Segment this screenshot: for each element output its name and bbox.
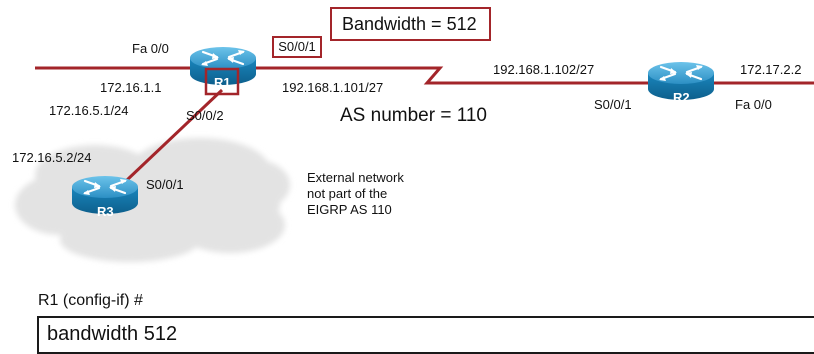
external-note-line: EIGRP AS 110 [307,202,392,217]
link-r1-r2-serial [255,66,650,85]
r1-label-highlight [204,67,240,96]
cli-command-box[interactable]: bandwidth 512 [37,316,814,354]
r1-wan-address: 192.168.1.101/27 [282,80,384,95]
links [35,66,814,182]
router-label-r2: R2 [673,90,690,105]
r1-lan-address: 172.16.1.1 [100,80,162,95]
router-label-r3: R3 [97,204,114,219]
external-note-line: External network [307,170,404,185]
r2-wan-address: 192.168.1.102/27 [493,62,595,77]
cli-prompt: R1 (config-if) # [38,292,143,309]
link-r1-r3 [125,88,224,182]
external-note-line: not part of the [307,186,388,201]
r1-fa00-label: Fa 0/0 [132,41,169,56]
r3-ext-address: 172.16.5.2/24 [12,150,92,165]
external-network-note: External network not part of the EIGRP A… [307,170,457,218]
r1-s001-highlight: S0/0/1 [272,36,322,58]
r2-s001-label: S0/0/1 [594,97,632,112]
bandwidth-callout: Bandwidth = 512 [330,7,491,41]
r1-s002-label: S0/0/2 [186,108,224,123]
r3-s001-label: S0/0/1 [146,177,184,192]
r1-ext-address: 172.16.5.1/24 [49,103,129,118]
router-label-r1: R1 [214,75,231,90]
r2-fa00-label: Fa 0/0 [735,97,772,112]
as-number-label: AS number = 110 [340,105,487,126]
r2-lan-address: 172.17.2.2 [740,62,802,77]
